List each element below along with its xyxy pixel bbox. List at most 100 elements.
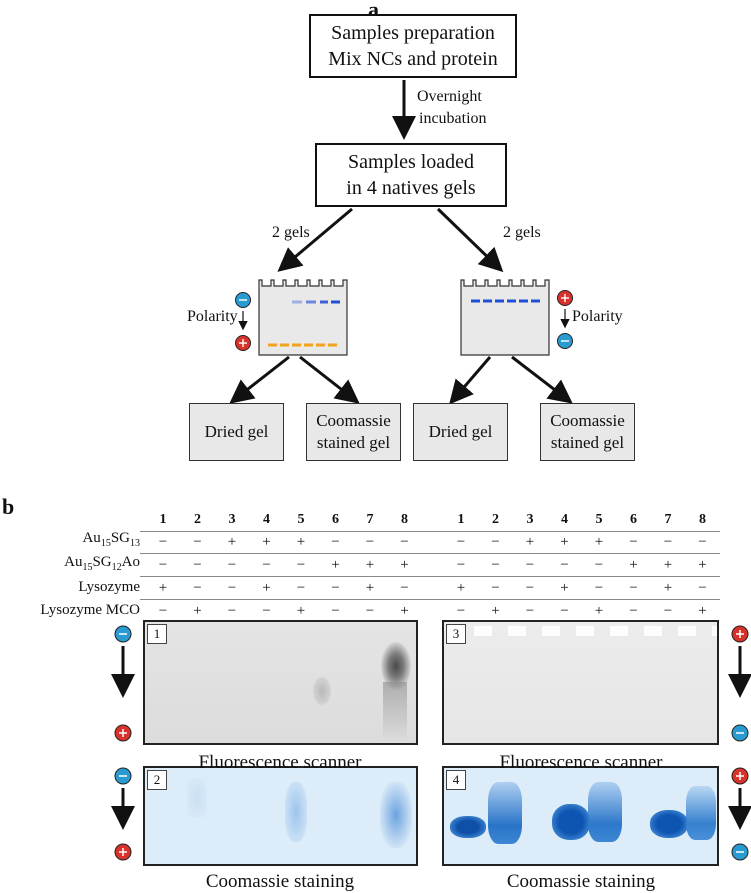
step-samples-loaded: Samples loaded in 4 natives gels [315, 143, 507, 207]
lane-cell: − [525, 603, 535, 619]
lane-cell: − [456, 557, 466, 573]
left-gel-schematic [258, 279, 348, 356]
arrow-label-line1: Overnight [417, 88, 482, 105]
polarity-left-label: Polarity [187, 308, 238, 325]
lane-cell: − [193, 557, 202, 573]
lane-cell: − [365, 603, 375, 619]
lane-cell: − [158, 557, 168, 573]
lane-header: 2 [194, 512, 201, 527]
outcome-line1: Dried gel [428, 422, 493, 441]
outcome-line2: stained gel [316, 433, 391, 452]
lane-cell: − [296, 557, 306, 573]
caption-gel-1: Fluorescence scanner [198, 752, 362, 773]
lane-header: 3 [526, 512, 534, 527]
lane-cell: − [400, 580, 409, 596]
gel-number: 3 [446, 624, 466, 644]
lane-cell: − [193, 534, 202, 550]
lane-header: 2 [492, 512, 499, 527]
lane-cell: − [525, 557, 535, 573]
lane-cell: − [491, 534, 500, 550]
polarity-right-label: Polarity [572, 308, 623, 325]
lane-cell: − [331, 580, 340, 596]
table-rule [140, 576, 720, 577]
gel2-negative-electrode [114, 767, 132, 785]
outcome-line1: Coomassie [316, 411, 391, 430]
lane-cell: + [365, 557, 375, 573]
lane-cell: + [560, 580, 569, 596]
gel-number: 2 [147, 770, 167, 790]
outcome-coomassie-left: Coomassie stained gel [306, 403, 401, 461]
lane-header: 7 [664, 512, 672, 527]
lane-cell: + [456, 580, 466, 596]
step2-line1: Samples loaded [347, 151, 475, 173]
outcome-line2: stained gel [550, 433, 625, 452]
lane-cell: + [629, 557, 638, 573]
lane-cell: + [663, 580, 673, 596]
right-positive-electrode [557, 290, 573, 306]
panel-b-letter: b [2, 494, 15, 519]
lane-cell: − [594, 557, 604, 573]
lane-cell: − [663, 603, 673, 619]
lane-cell: − [663, 534, 673, 550]
lane-cell: − [698, 534, 707, 550]
lane-cell: + [560, 534, 569, 550]
lane-cell: − [227, 557, 237, 573]
gel1-negative-electrode [114, 625, 132, 643]
gel4-positive-electrode [731, 767, 749, 785]
lane-cell: + [296, 603, 306, 619]
row-label-lysozyme: Lysozyme [78, 579, 140, 595]
caption-gel-4: Coomassie staining [506, 871, 656, 892]
gel-2-coomassie: 2 [143, 766, 418, 866]
lane-cell: − [400, 534, 409, 550]
lane-cell: + [158, 580, 168, 596]
lane-cell: − [365, 534, 375, 550]
lane-cell: − [262, 603, 271, 619]
lane-cell: − [525, 580, 535, 596]
outcome-dried-gel-left: Dried gel [189, 403, 284, 461]
gel-1-fluorescence: 1 [143, 620, 418, 745]
lane-cell: − [491, 580, 500, 596]
lane-cell: + [331, 557, 340, 573]
row-label-lysozyme-mco: Lysozyme MCO [40, 602, 140, 618]
lane-cell: + [193, 603, 202, 619]
gel3-negative-electrode [731, 724, 749, 742]
right-negative-electrode [557, 333, 573, 349]
lane-cell: − [331, 534, 340, 550]
gel-number: 4 [446, 770, 466, 790]
arrow-leftgel-to-coomassie [299, 355, 360, 404]
lane-cell: − [296, 580, 306, 596]
gel-4-coomassie: 4 [442, 766, 719, 866]
gel3-positive-electrode [731, 625, 749, 643]
lane-header: 1 [457, 512, 465, 527]
lane-cell: − [262, 557, 271, 573]
lane-cell: + [262, 580, 271, 596]
lane-cell: + [296, 534, 306, 550]
arrow-load-to-left-gel [277, 207, 353, 272]
lane-cell: − [456, 534, 466, 550]
lane-cell: − [629, 580, 638, 596]
lane-cell: − [456, 603, 466, 619]
lane-cell: − [227, 580, 237, 596]
outcome-dried-gel-right: Dried gel [413, 403, 508, 461]
lane-cell: + [262, 534, 271, 550]
caption-gel-2: Coomassie staining [205, 871, 355, 892]
lane-header: 7 [366, 512, 374, 527]
branch-right-label: 2 gels [503, 224, 541, 241]
lane-header: 4 [561, 512, 568, 527]
flow-arrows [229, 80, 573, 405]
lane-cell: + [227, 534, 237, 550]
panel-a-letter: a [368, 0, 379, 22]
lane-header: 6 [332, 512, 339, 527]
lane-cell: − [594, 580, 604, 596]
row-label-au15sg12ao: Au15SG12Ao [64, 554, 140, 573]
lane-cell: + [698, 557, 707, 573]
arrow-load-to-right-gel [436, 207, 504, 273]
caption-gel-3: Fluorescence scanner [499, 752, 663, 773]
lane-cell: + [400, 557, 409, 573]
lane-cell: + [663, 557, 673, 573]
row-labels: Au15SG13 Au15SG12Ao Lysozyme Lysozyme MC… [0, 0, 140, 620]
lane-cell: − [158, 603, 168, 619]
lane-header: 4 [263, 512, 270, 527]
lane-cell: − [491, 557, 500, 573]
